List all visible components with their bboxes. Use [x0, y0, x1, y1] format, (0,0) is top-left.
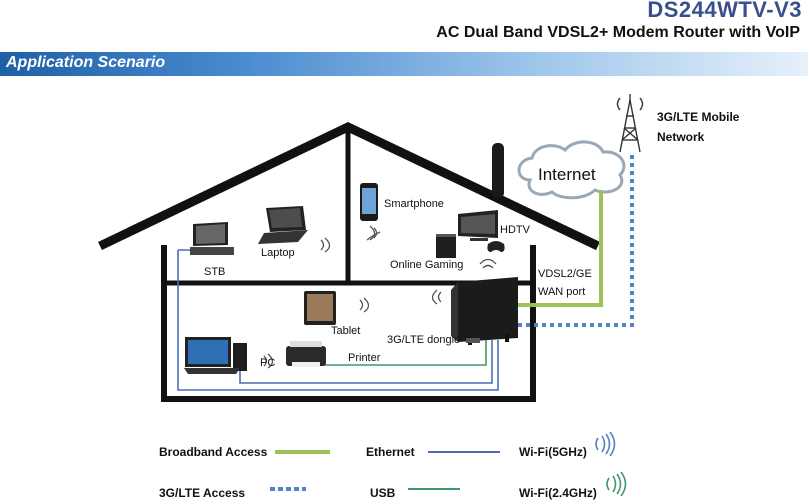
tower-label-line1: 3G/LTE Mobile	[657, 110, 740, 124]
model-title: DS244WTV-V3	[647, 0, 802, 22]
wifi-waves	[263, 225, 497, 369]
chimney	[492, 143, 504, 198]
printer-device	[286, 341, 326, 367]
legend-usb-label: USB	[370, 486, 396, 500]
tablet-device	[304, 291, 336, 325]
modem-router	[451, 277, 518, 345]
ethernet-pc-line	[239, 340, 493, 384]
lte-access-line	[518, 155, 634, 327]
legend-wifi5-icon	[595, 431, 616, 457]
pc-device	[184, 337, 247, 374]
legend-wifi24-icon	[606, 471, 627, 497]
legend-wifi24-label: Wi-Fi(2.4GHz)	[519, 486, 597, 500]
legend-ethernet-label: Ethernet	[366, 445, 415, 459]
tower-label-line2: Network	[657, 130, 705, 144]
product-subtitle: AC Dual Band VDSL2+ Modem Router with Vo…	[436, 24, 800, 41]
house-roof	[98, 122, 600, 251]
pc-label: PC	[260, 357, 276, 369]
ethernet-stb-line	[177, 250, 499, 391]
wan-label-line2: WAN port	[538, 286, 586, 298]
internet-cloud	[517, 140, 626, 200]
legend-wifi5-label: Wi-Fi(5GHz)	[519, 445, 587, 459]
legend-broadband-label: Broadband Access	[159, 445, 268, 459]
smartphone-label: Smartphone	[384, 198, 444, 210]
internet-label: Internet	[538, 165, 596, 184]
dongle-label: 3G/LTE dongle	[387, 334, 461, 346]
wan-label-line1: VDSL2/GE	[538, 268, 592, 280]
laptop-label: Laptop	[261, 247, 295, 259]
legend-lte-label: 3G/LTE Access	[159, 486, 246, 500]
laptop-device	[258, 206, 308, 244]
smartphone-device	[360, 183, 378, 221]
hdtv-label: HDTV	[500, 224, 530, 236]
broadband-line	[518, 190, 603, 307]
stb-label: STB	[204, 266, 226, 278]
section-title: Application Scenario	[6, 54, 166, 71]
usb-printer-line	[318, 340, 487, 366]
hdtv-device	[458, 210, 498, 241]
lte-dongle	[466, 338, 480, 343]
tablet-label: Tablet	[331, 325, 361, 337]
section-header-bar: Application Scenario	[0, 52, 808, 76]
stb-device	[190, 222, 234, 255]
game-console	[436, 234, 505, 258]
lte-tower	[616, 94, 644, 153]
online-gaming-label: Online Gaming	[390, 259, 464, 271]
printer-label: Printer	[348, 352, 381, 364]
